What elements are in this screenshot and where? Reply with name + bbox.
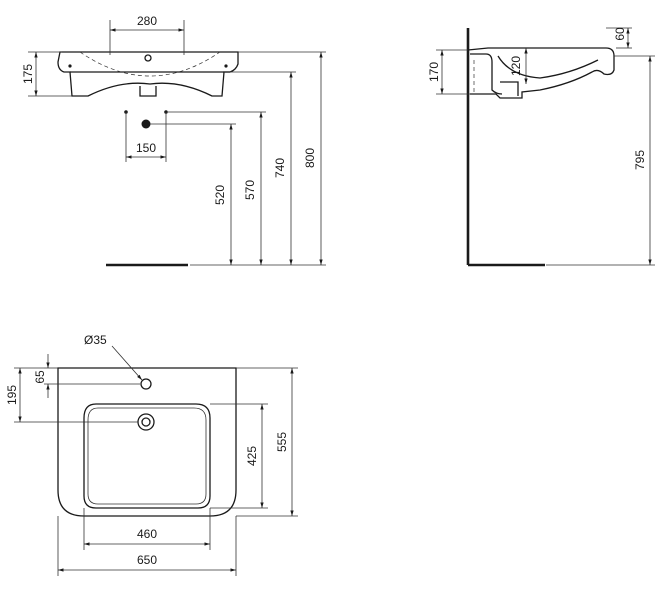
top-drain-outer <box>137 413 155 431</box>
top-drain-inner <box>141 417 151 427</box>
dim-label-150: 150 <box>136 141 156 155</box>
basin-top-outline <box>57 367 237 517</box>
top-view: Ø35 65 195 425 555 460 650 <box>5 333 298 576</box>
waste-outlet <box>139 86 157 97</box>
front-view: 280 175 150 520 570 740 800 <box>21 14 326 267</box>
dim-label-520: 520 <box>213 185 227 205</box>
dim-label-740: 740 <box>273 158 287 178</box>
dim-label-650: 650 <box>137 553 157 567</box>
dim-label-280: 280 <box>137 14 157 28</box>
dim-label-170: 170 <box>427 62 441 82</box>
basin-side-profile <box>467 47 615 99</box>
dim-label-800: 800 <box>303 148 317 168</box>
side-view: 60 120 170 795 <box>427 27 655 267</box>
dim-label-o35: Ø35 <box>84 333 107 347</box>
dim-label-60: 60 <box>613 27 627 41</box>
basin-top-bowl <box>83 403 211 509</box>
dim-label-425: 425 <box>245 446 259 466</box>
siphon-outline <box>500 81 519 96</box>
tap-hole <box>144 54 152 62</box>
dim-label-460: 460 <box>137 527 157 541</box>
dim-label-65: 65 <box>33 370 47 384</box>
dim-label-195: 195 <box>5 385 19 405</box>
dim-label-175: 175 <box>21 64 35 84</box>
fixing-point-left <box>68 64 72 68</box>
basin-top-bowl-inner <box>87 407 207 505</box>
dim-label-555: 555 <box>275 432 289 452</box>
leader-o35 <box>111 345 143 381</box>
basin-front-outline <box>57 51 239 97</box>
fixing-point-right <box>224 64 228 68</box>
dim-label-120: 120 <box>509 56 523 76</box>
dim-label-795: 795 <box>633 150 647 170</box>
basin-side-bowl <box>497 55 599 79</box>
waste-pipe-point <box>141 119 151 129</box>
dim-label-570: 570 <box>243 180 257 200</box>
basin-side-inner <box>470 53 503 95</box>
top-tap-hole <box>140 378 152 390</box>
